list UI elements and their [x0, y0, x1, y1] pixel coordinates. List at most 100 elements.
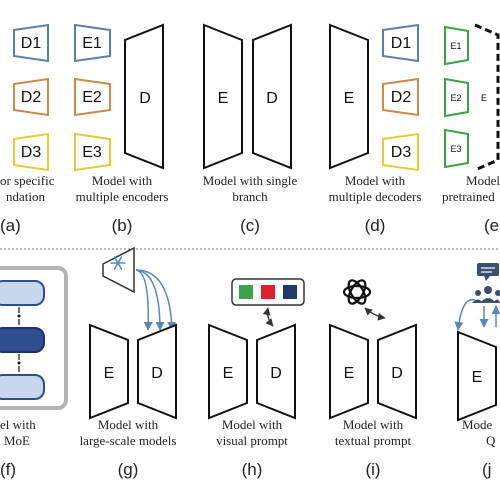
panel-e: E1 E2 E3 E Model pretrained (e: [442, 23, 500, 235]
encoder-shape: [89, 323, 129, 420]
caption-h-line2: visual prompt: [216, 433, 288, 448]
caption-d-line1: Model with: [345, 173, 406, 188]
panel-label-f: (f): [0, 460, 16, 479]
encoder-e1-shape: [444, 25, 469, 66]
encoder-label: E: [104, 365, 115, 382]
encoder-e3-shape: [74, 132, 111, 172]
decoder-d3-shape: [13, 132, 49, 172]
openai-logo-icon: [342, 279, 372, 305]
panel-label-d: (d): [365, 216, 386, 235]
caption-e-line2: pretrained: [442, 189, 495, 204]
encoder-shape: [457, 330, 497, 422]
pretrained-encoder-label: E: [481, 93, 487, 103]
panel-h: E D Model with visual prompt (h): [208, 278, 305, 479]
decoder-d2-shape: [382, 77, 419, 117]
decoder-shape: [137, 323, 177, 420]
moe-expert-2: [0, 327, 45, 353]
panel-c: E D Model with single branch (c): [203, 23, 298, 235]
moe-dot: [17, 314, 21, 318]
decoder-d1-shape: [382, 23, 419, 63]
panel-label-e: (e: [484, 216, 499, 235]
prompt-swatch-green: [239, 285, 253, 299]
decoder-d1-label: D1: [391, 35, 412, 52]
caption-g-line1: Model with: [98, 417, 159, 432]
decoder-d2-label: D2: [391, 89, 412, 106]
pretrained-encoder-dashed-shape: [474, 23, 500, 172]
panel-j: E Mode Q (j: [454, 263, 500, 479]
users-icon: [472, 286, 500, 303]
chat-icon: [477, 263, 499, 281]
decoder-d3-label: D3: [21, 144, 42, 161]
caption-j-line1: Mode: [462, 417, 493, 432]
encoder-e3-label: E3: [82, 144, 102, 161]
caption-f-line1: el with: [0, 417, 36, 432]
encoder-label: E: [218, 90, 229, 107]
moe-expert-1: [0, 280, 45, 306]
decoder-d3-label: D3: [391, 144, 412, 161]
panel-f: el with MoE (f): [0, 266, 68, 479]
encoder-label: E: [472, 369, 483, 386]
caption-i-line1: Model with: [343, 417, 404, 432]
caption-i-line2: textual prompt: [335, 433, 412, 448]
decoder-shape: [377, 323, 417, 420]
caption-a-line2: ndation: [6, 189, 45, 204]
encoder-e1-label: E1: [450, 41, 461, 51]
encoder-shape: [329, 323, 369, 420]
decoder-d3-shape: [382, 132, 419, 172]
prompt-arrow: [364, 307, 386, 321]
encoder-shape: [329, 23, 369, 170]
encoder-e2-label: E2: [450, 93, 461, 103]
panel-label-a: (a): [0, 216, 21, 235]
caption-e-line1: Model: [466, 173, 500, 188]
encoder-e2-shape: [444, 77, 469, 118]
panel-label-i: (i): [365, 460, 380, 479]
caption-a-line1: or specific: [0, 173, 55, 188]
frozen-model-shape: [102, 246, 135, 294]
prompt-swatch-navy: [283, 285, 297, 299]
encoder-shape: [203, 23, 243, 170]
panel-a: D1 D2 D3 or specific ndation (a): [0, 23, 55, 235]
decoder-shape: [124, 23, 164, 170]
caption-f-line2: MoE: [4, 433, 30, 448]
prompt-arrow: [262, 307, 274, 327]
decoder-label: D: [266, 90, 278, 107]
caption-d-line2: multiple decoders: [329, 189, 422, 204]
panel-label-j: (j: [482, 460, 491, 479]
encoder-e2-shape: [74, 77, 111, 117]
caption-b-line2: multiple encoders: [76, 189, 169, 204]
decoder-label: D: [139, 90, 151, 107]
decoder-d2-label: D2: [21, 89, 42, 106]
decoder-d1-label: D1: [21, 35, 42, 52]
panel-d: E D1 D2 D3 Model with multiple decoders …: [329, 23, 422, 235]
encoder-e1-shape: [74, 23, 111, 63]
panel-g: E D Model with large-scale models (g): [80, 246, 177, 479]
decoder-shape: [252, 23, 292, 170]
encoder-label: E: [344, 365, 355, 382]
caption-c-line1: Model with single: [203, 173, 298, 188]
feedback-arrow: [454, 298, 476, 331]
panel-label-c: (c): [240, 216, 260, 235]
encoder-e1-label: E1: [82, 35, 102, 52]
encoder-e3-label: E3: [450, 144, 461, 154]
caption-b-line1: Model with: [92, 173, 153, 188]
prompt-swatch-red: [261, 285, 275, 299]
arrow-to-decoder-1: [135, 269, 153, 331]
snowflake-icon: [110, 256, 126, 270]
caption-j-line2: Q: [486, 433, 496, 448]
decoder-label: D: [151, 365, 163, 382]
decoder-shape: [256, 323, 296, 420]
decoder-label: D: [391, 365, 403, 382]
encoder-label: E: [344, 90, 355, 107]
moe-expert-3: [0, 374, 45, 400]
encoder-label: E: [223, 365, 234, 382]
caption-g-line2: large-scale models: [80, 433, 177, 448]
panel-i: E D Model with textual prompt (i): [329, 279, 417, 479]
panel-label-b: (b): [112, 216, 133, 235]
decoder-d1-shape: [13, 23, 49, 63]
caption-h-line1: Model with: [222, 417, 283, 432]
panel-label-g: (g): [118, 460, 139, 479]
encoder-e2-label: E2: [82, 89, 102, 106]
encoder-e3-shape: [444, 128, 469, 169]
encoder-shape: [208, 323, 248, 420]
